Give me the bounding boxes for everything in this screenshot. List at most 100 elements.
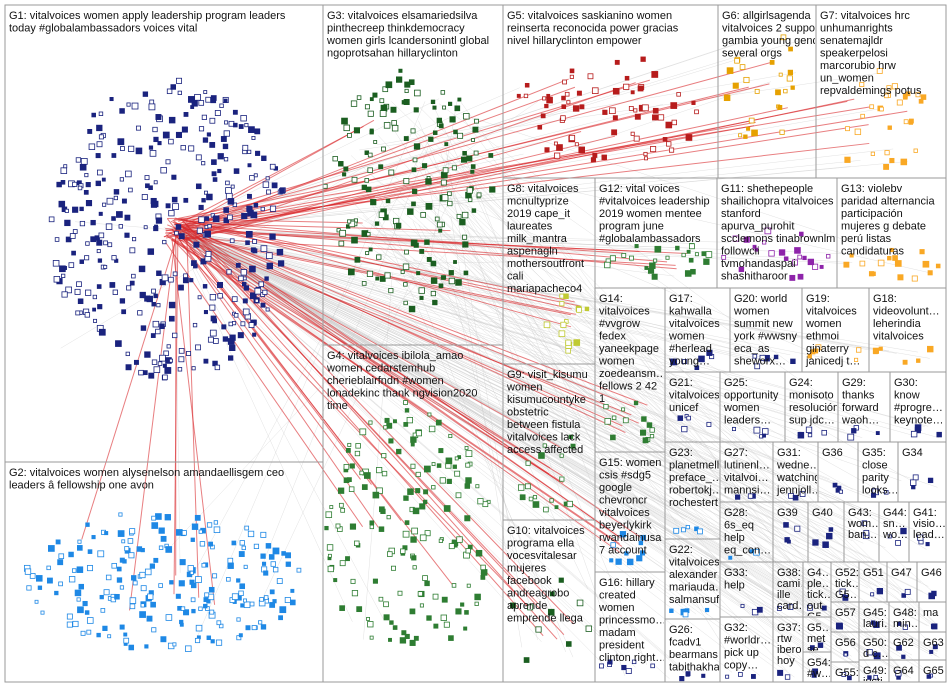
node[interactable] <box>198 204 204 211</box>
node[interactable] <box>633 135 640 142</box>
node[interactable] <box>623 83 630 90</box>
node[interactable] <box>446 478 452 484</box>
node[interactable] <box>77 539 82 544</box>
node[interactable] <box>213 520 219 525</box>
node[interactable] <box>135 147 143 155</box>
node[interactable] <box>99 594 104 600</box>
node[interactable] <box>473 150 479 156</box>
node[interactable] <box>237 332 244 339</box>
node[interactable] <box>666 141 672 147</box>
node[interactable] <box>610 542 616 548</box>
node[interactable] <box>155 513 162 520</box>
node[interactable] <box>432 299 438 306</box>
node[interactable] <box>322 183 328 189</box>
node[interactable] <box>198 126 205 132</box>
node[interactable] <box>247 530 255 538</box>
node[interactable] <box>440 614 447 621</box>
node[interactable] <box>426 615 432 621</box>
node[interactable] <box>152 320 160 328</box>
node[interactable] <box>464 483 471 489</box>
node[interactable] <box>375 276 380 281</box>
node[interactable] <box>106 197 114 205</box>
node[interactable] <box>86 617 94 624</box>
node[interactable] <box>162 131 170 139</box>
node[interactable] <box>413 143 421 150</box>
node[interactable] <box>415 471 421 478</box>
node[interactable] <box>212 338 219 344</box>
node[interactable] <box>105 574 112 581</box>
node[interactable] <box>243 598 247 603</box>
node[interactable] <box>870 592 875 597</box>
node[interactable] <box>168 116 176 124</box>
node[interactable] <box>843 261 850 268</box>
node[interactable] <box>892 255 898 261</box>
node[interactable] <box>79 220 86 227</box>
node[interactable] <box>443 505 451 512</box>
node[interactable] <box>465 462 471 468</box>
node[interactable] <box>654 245 662 253</box>
node[interactable] <box>462 241 469 248</box>
node[interactable] <box>253 202 259 208</box>
node[interactable] <box>578 146 585 154</box>
node[interactable] <box>168 301 176 309</box>
node[interactable] <box>74 589 82 597</box>
node[interactable] <box>562 79 567 85</box>
node[interactable] <box>419 295 424 300</box>
node[interactable] <box>209 294 217 301</box>
node[interactable] <box>561 104 567 109</box>
node[interactable] <box>847 433 855 441</box>
node[interactable] <box>379 98 385 104</box>
node[interactable] <box>75 310 81 316</box>
node[interactable] <box>247 209 254 217</box>
node[interactable] <box>448 434 453 439</box>
node[interactable] <box>191 260 197 266</box>
node[interactable] <box>178 348 185 354</box>
node[interactable] <box>919 249 925 255</box>
node[interactable] <box>242 144 249 151</box>
node[interactable] <box>262 289 268 295</box>
node[interactable] <box>156 270 162 276</box>
node[interactable] <box>61 291 68 298</box>
node[interactable] <box>170 84 176 90</box>
node[interactable] <box>95 180 101 187</box>
node[interactable] <box>238 633 243 638</box>
node[interactable] <box>386 515 391 520</box>
node[interactable] <box>225 180 230 186</box>
node[interactable] <box>427 412 432 417</box>
node[interactable] <box>911 275 918 282</box>
node[interactable] <box>372 578 378 584</box>
node[interactable] <box>153 225 159 232</box>
node[interactable] <box>454 456 459 461</box>
node[interactable] <box>914 424 922 431</box>
node[interactable] <box>95 153 101 159</box>
node[interactable] <box>140 585 147 592</box>
node[interactable] <box>887 534 892 539</box>
node[interactable] <box>150 333 156 338</box>
node[interactable] <box>472 126 479 133</box>
node[interactable] <box>463 270 469 276</box>
node[interactable] <box>619 531 627 538</box>
node[interactable] <box>178 356 185 363</box>
node[interactable] <box>119 108 125 114</box>
node[interactable] <box>260 206 265 212</box>
node[interactable] <box>431 485 436 490</box>
node[interactable] <box>432 105 437 110</box>
node[interactable] <box>203 90 208 94</box>
node[interactable] <box>471 208 477 213</box>
node[interactable] <box>433 623 439 629</box>
node[interactable] <box>460 156 468 163</box>
node[interactable] <box>403 400 408 405</box>
node[interactable] <box>123 637 130 644</box>
node[interactable] <box>155 114 162 120</box>
node[interactable] <box>447 200 453 207</box>
node[interactable] <box>854 128 862 136</box>
node[interactable] <box>887 255 892 261</box>
node[interactable] <box>637 85 644 92</box>
node[interactable] <box>148 103 156 111</box>
node[interactable] <box>251 625 257 631</box>
node[interactable] <box>367 152 373 158</box>
node[interactable] <box>332 156 338 162</box>
node[interactable] <box>844 156 851 163</box>
node[interactable] <box>368 247 373 252</box>
node[interactable] <box>428 136 434 142</box>
